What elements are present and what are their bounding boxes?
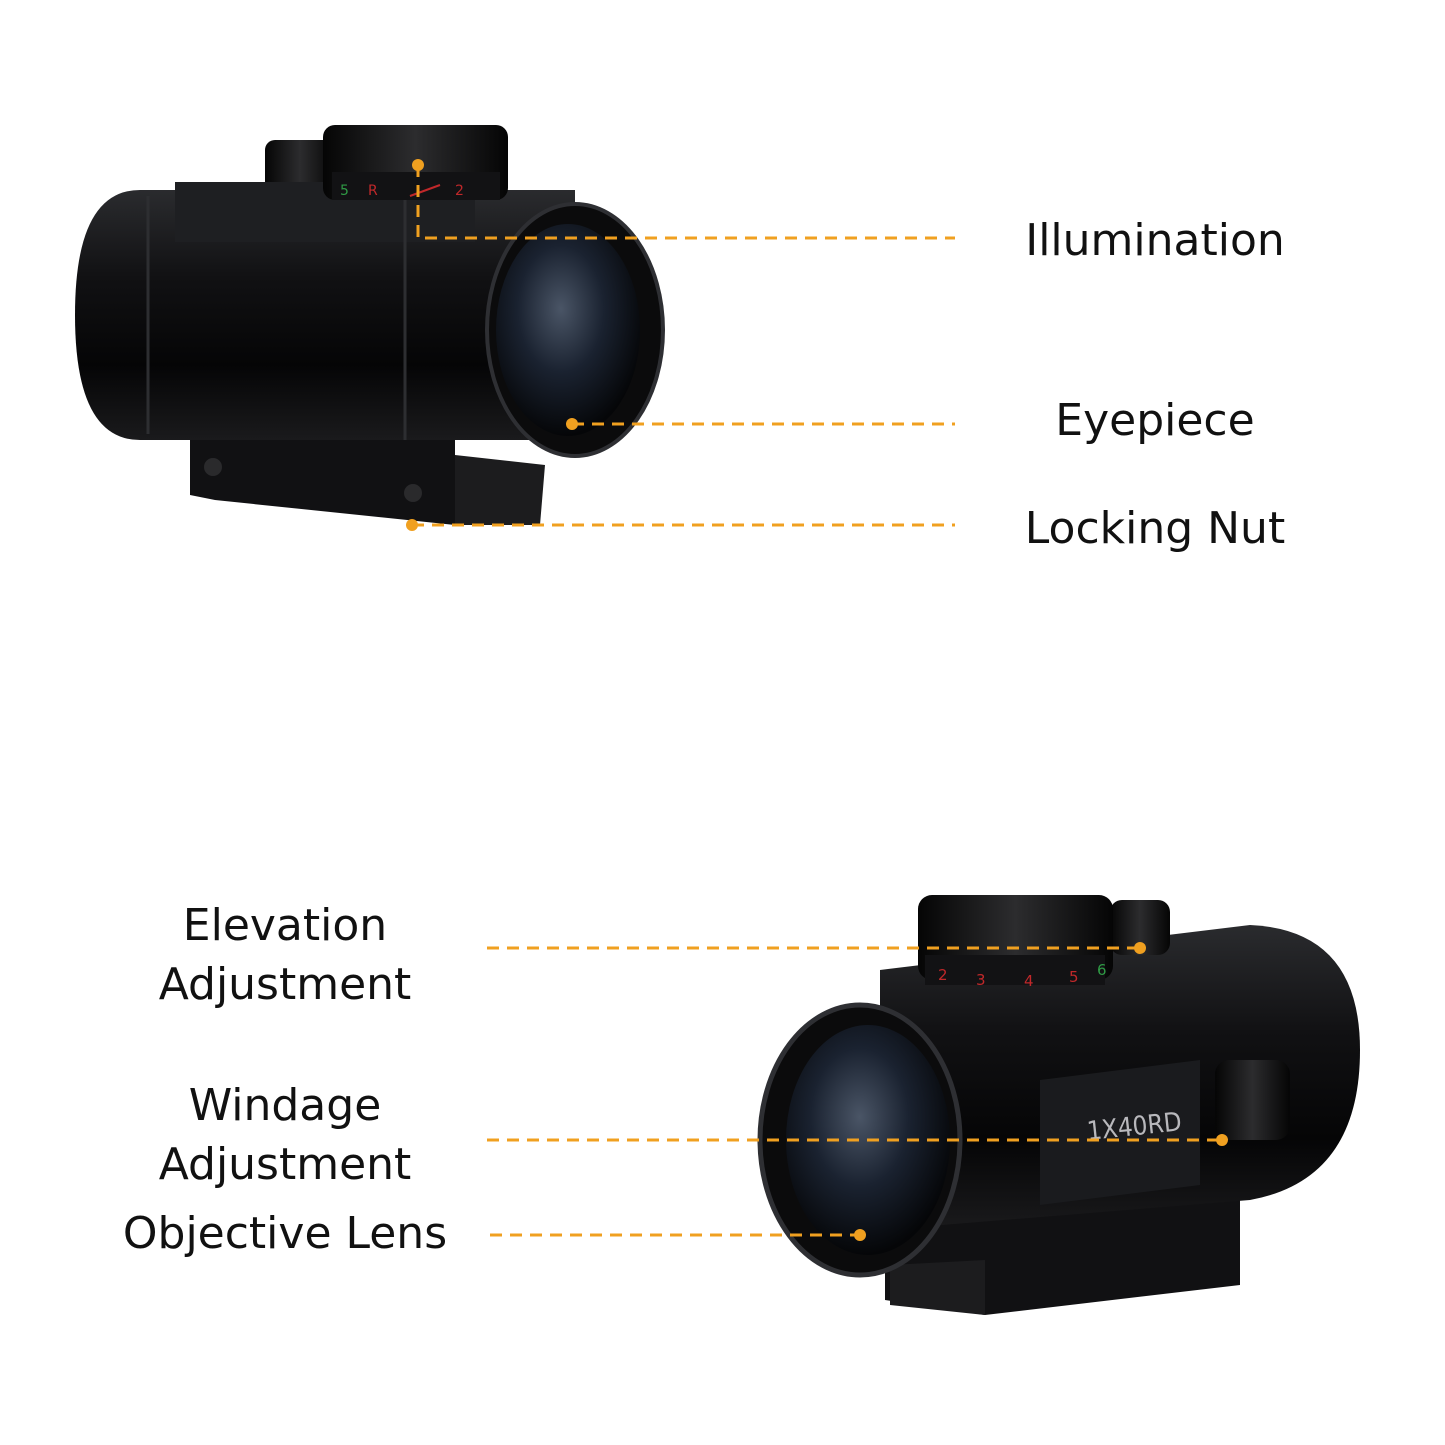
illumination-dial-mark: 2 <box>455 183 464 199</box>
windage-callout-dot <box>1216 1134 1228 1146</box>
top-scope-tube <box>75 190 575 440</box>
eyepiece-lens <box>496 224 640 436</box>
top-scope-illustration: 5 R 2 <box>75 125 665 525</box>
elevation-dial-mark: 5 <box>1069 968 1079 986</box>
label-windage-line1: Windage <box>188 1080 382 1131</box>
elevation-dial-mark: 3 <box>976 971 986 989</box>
objective-lens-callout-dot <box>854 1229 866 1241</box>
side-plate <box>1040 1060 1200 1205</box>
illumination-dial-mark: R <box>368 183 378 199</box>
label-eyepiece: Eyepiece <box>1055 395 1255 446</box>
locking-nut-callout-dot <box>406 519 418 531</box>
elevation-dial-mark: 2 <box>938 966 948 984</box>
elevation-dial-mark: 4 <box>1024 972 1034 990</box>
bottom-mount-rail <box>890 1260 985 1315</box>
label-elevation-line1: Elevation <box>182 900 388 951</box>
eyepiece-callout-dot <box>566 418 578 430</box>
mount-screw-icon <box>204 458 222 476</box>
illumination-callout-dot <box>412 159 424 171</box>
elevation-dial-mark: 6 <box>1097 961 1107 979</box>
top-leader-lines <box>412 165 955 527</box>
windage-knob <box>1215 1060 1290 1140</box>
rear-small-knob <box>1110 900 1170 955</box>
top-mount-base <box>190 430 455 525</box>
label-illumination: Illumination <box>1025 215 1285 266</box>
label-elevation-line2: Adjustment <box>158 959 412 1010</box>
top-mount-rail <box>455 455 545 525</box>
illumination-dial-mark: 5 <box>340 183 349 199</box>
label-windage-line2: Adjustment <box>158 1139 412 1190</box>
bottom-leader-lines <box>487 946 1222 1237</box>
rear-knob <box>265 140 335 195</box>
label-objective-lens: Objective Lens <box>122 1208 448 1259</box>
illumination-leader-line <box>416 165 955 240</box>
bottom-scope-illustration: 2 3 4 5 6 1X40RD <box>757 895 1360 1315</box>
elevation-callout-dot <box>1134 942 1146 954</box>
mount-screw-icon <box>404 484 422 502</box>
label-locking-nut: Locking Nut <box>1024 503 1286 554</box>
